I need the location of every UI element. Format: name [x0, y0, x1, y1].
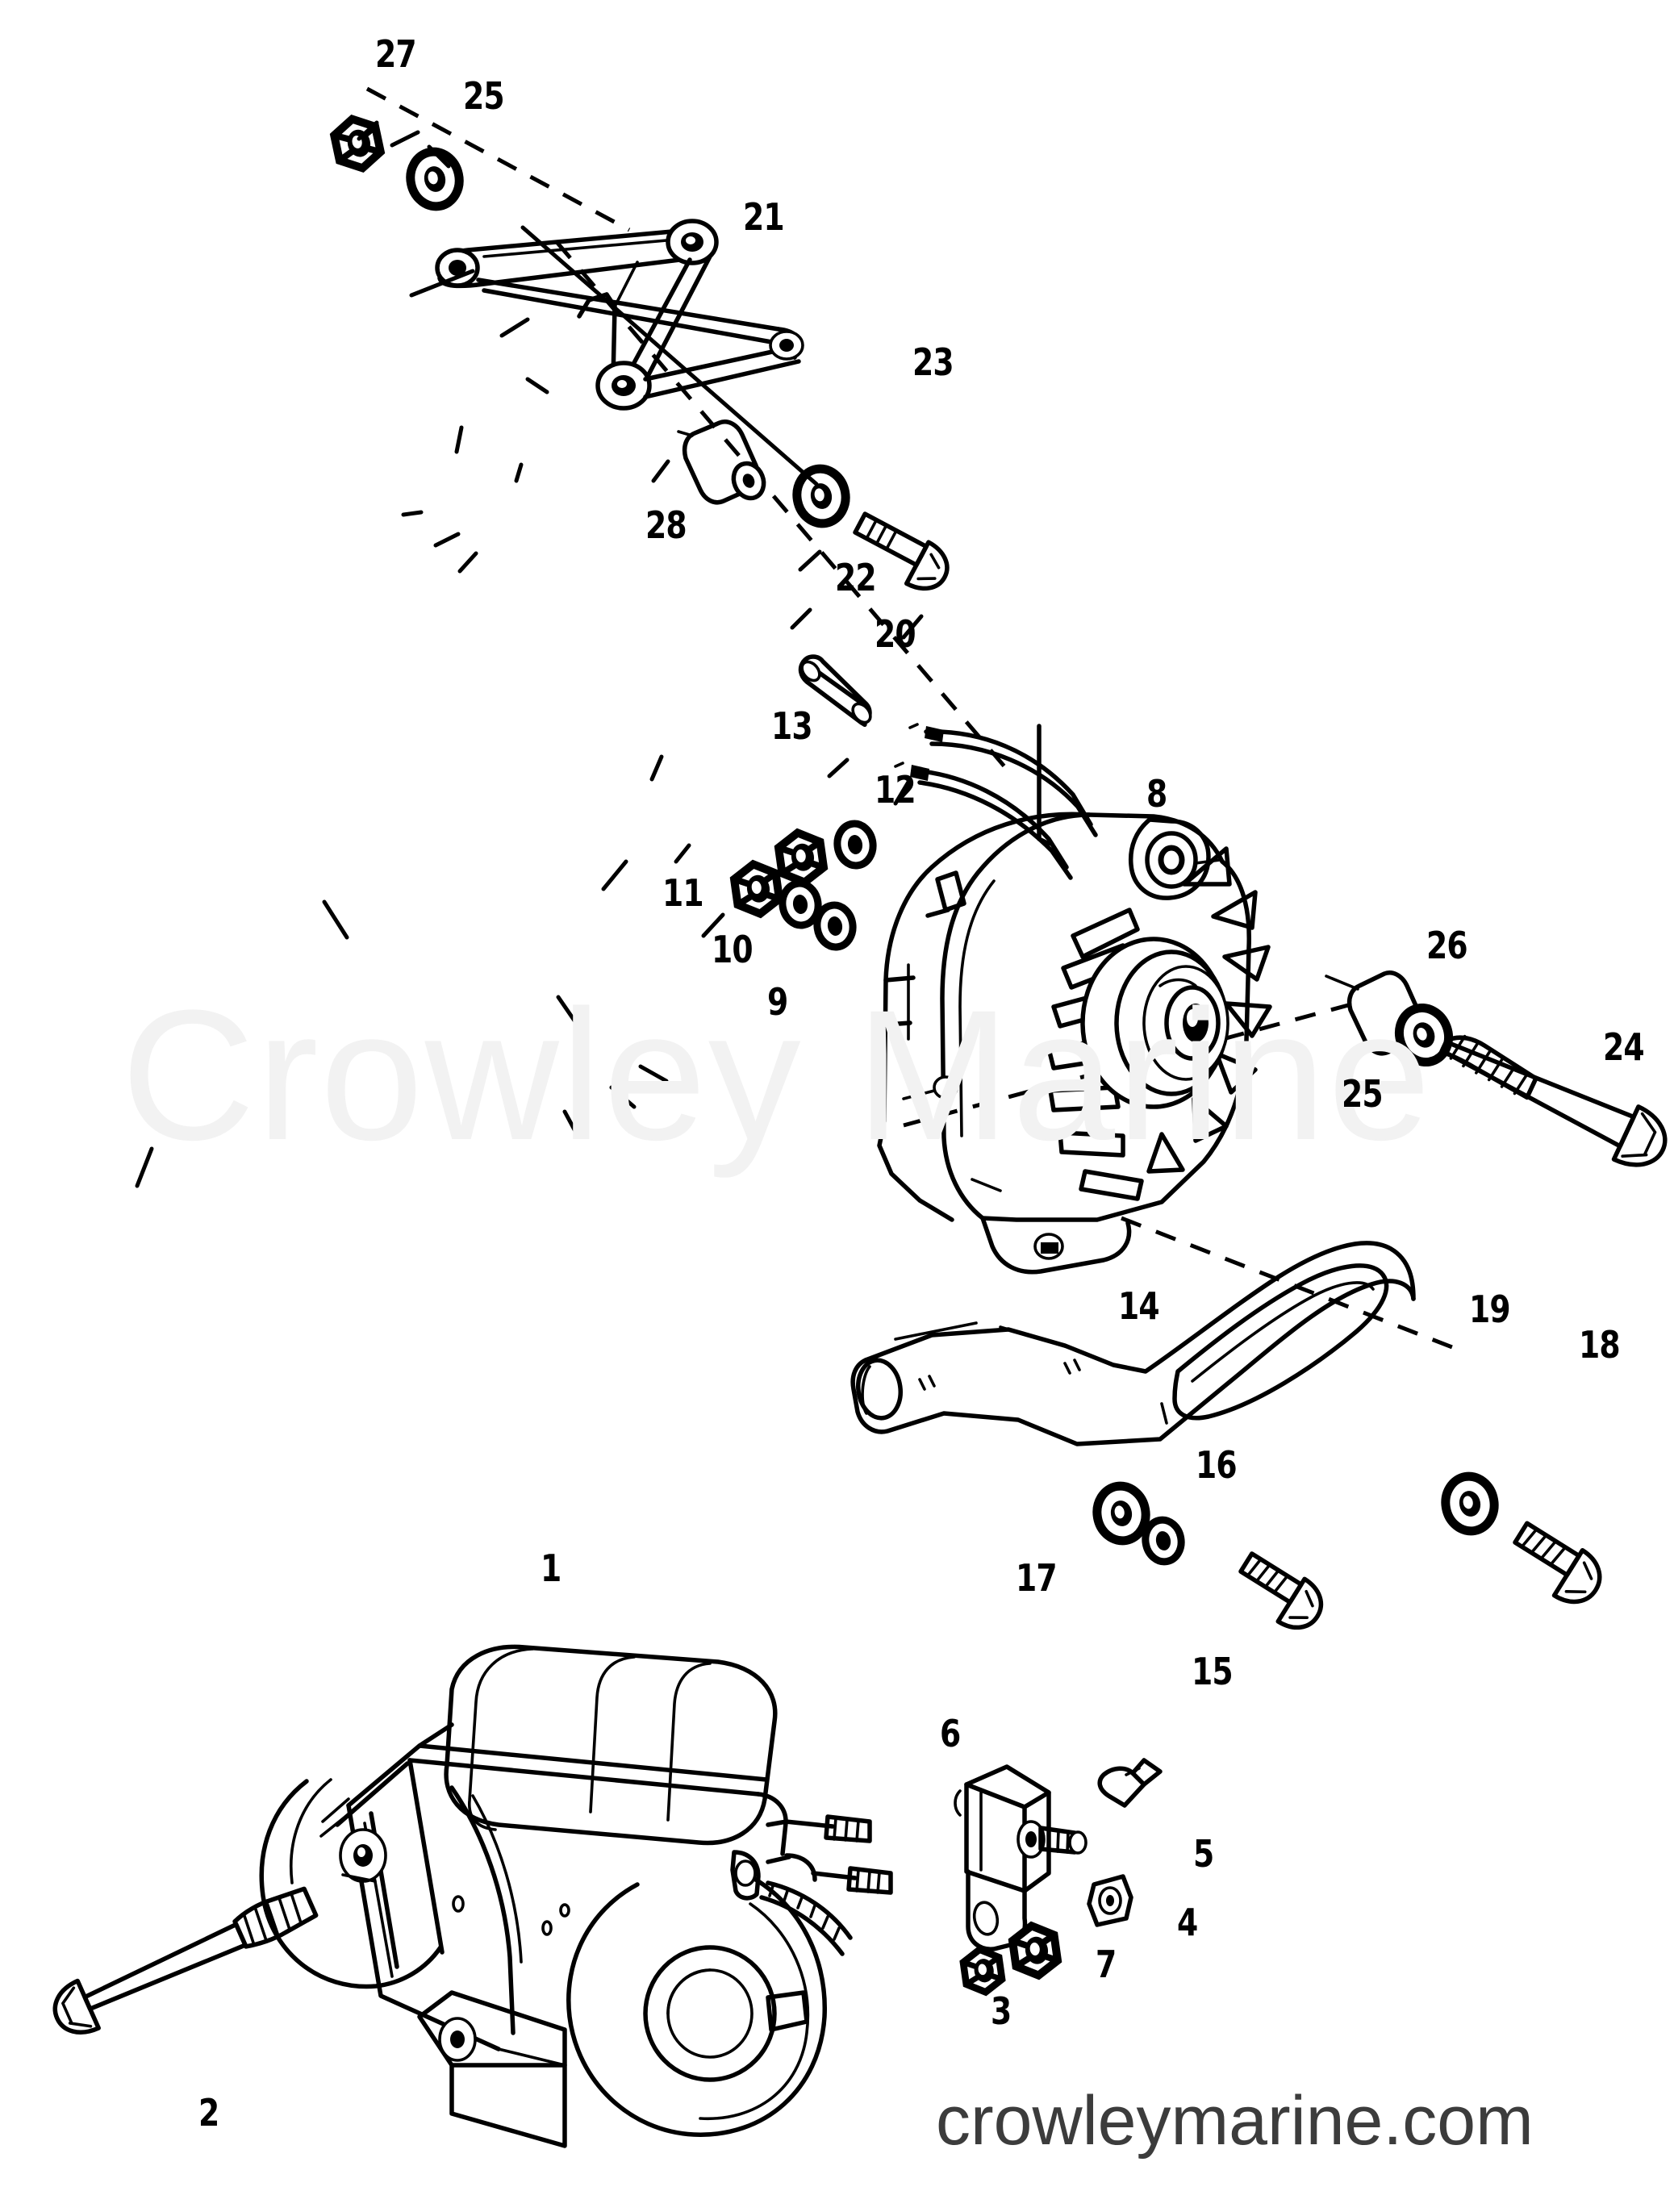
part-9-washer [815, 903, 856, 949]
part-14-adjusting-link-arm [850, 1241, 1416, 1446]
callout-locknut: 11 [662, 871, 704, 916]
callout-through-bolt: 24 [1603, 1025, 1645, 1070]
callout-roll-pin: 20 [874, 612, 916, 657]
callout-alternator-mounting-bracket: 21 [742, 194, 785, 239]
callout-mounting-bolt: 2 [198, 2091, 219, 2135]
part-5-terminal-stud [1097, 1758, 1163, 1808]
callout-washer: 19 [1468, 1287, 1511, 1331]
part-7-nut [1011, 1923, 1059, 1979]
callout-nut: 3 [990, 1989, 1012, 2034]
part-6-solenoid [954, 1764, 1087, 1951]
part-13-locknut [777, 830, 825, 886]
callout-washer: 10 [712, 928, 754, 972]
part-3-nut [962, 1947, 1004, 1994]
callout-washer: 23 [912, 340, 954, 385]
callout-terminal-stud: 5 [1192, 1832, 1214, 1876]
part-24-through-bolt [1438, 1034, 1668, 1167]
part-11-locknut [733, 862, 781, 917]
part-2-mounting-bolt [52, 1886, 319, 2035]
callout-bolt: 18 [1579, 1322, 1621, 1367]
part-20-roll-pin [798, 654, 872, 728]
part-16-washer [1142, 1517, 1184, 1565]
part-19-washer [1442, 1472, 1499, 1534]
part-1-starter-motor [259, 1644, 893, 2148]
part-4-insulator-block [1087, 1874, 1133, 1927]
part-25-washer-top [406, 148, 465, 211]
callout-adjusting-link-arm: 14 [1117, 1284, 1160, 1329]
leader-lines [135, 120, 924, 1188]
callout-alternator: 8 [1146, 772, 1167, 816]
part-15-bolt [1238, 1551, 1323, 1630]
callout-solenoid: 6 [939, 1712, 961, 1756]
assembly-axis-upper [365, 86, 631, 232]
callout-washer: 17 [1016, 1556, 1058, 1601]
part-21-mounting-bracket [435, 219, 804, 411]
part-22-bolt [853, 511, 950, 591]
part-23-washer [793, 465, 850, 527]
callout-washer: 25 [1341, 1072, 1384, 1116]
alternator-pulley [1080, 937, 1229, 1109]
callout-bolt: 15 [1191, 1650, 1234, 1694]
part-8-alternator [877, 723, 1272, 1275]
callout-washer: 12 [874, 768, 916, 812]
watermark-crowley-marine: Crowley Marine [121, 971, 1433, 1179]
callout-spacer-sleeve: 28 [645, 503, 687, 548]
callout-locknut: 27 [374, 31, 417, 76]
callout-spacer-sleeve: 26 [1426, 924, 1468, 968]
callout-locknut: 13 [770, 704, 813, 749]
starter-terminals [756, 1792, 893, 1895]
callout-washer: 9 [766, 980, 788, 1025]
part-17-washer [1093, 1482, 1150, 1544]
part-18-bolt [1513, 1521, 1602, 1605]
callout-nut: 7 [1095, 1943, 1117, 1987]
assembly-axis-bracket [555, 240, 1006, 768]
callout-washer: 16 [1196, 1442, 1238, 1487]
part-12-washer [835, 821, 876, 868]
footer-site-url: crowleymarine.com [936, 2082, 1534, 2160]
part-28-spacer-sleeve [677, 419, 766, 505]
callout-bolt: 22 [834, 555, 877, 599]
callout-starter-motor: 1 [541, 1546, 561, 1590]
callout-washer: 25 [462, 74, 505, 119]
callout-insulator-block: 4 [1177, 1900, 1198, 1944]
